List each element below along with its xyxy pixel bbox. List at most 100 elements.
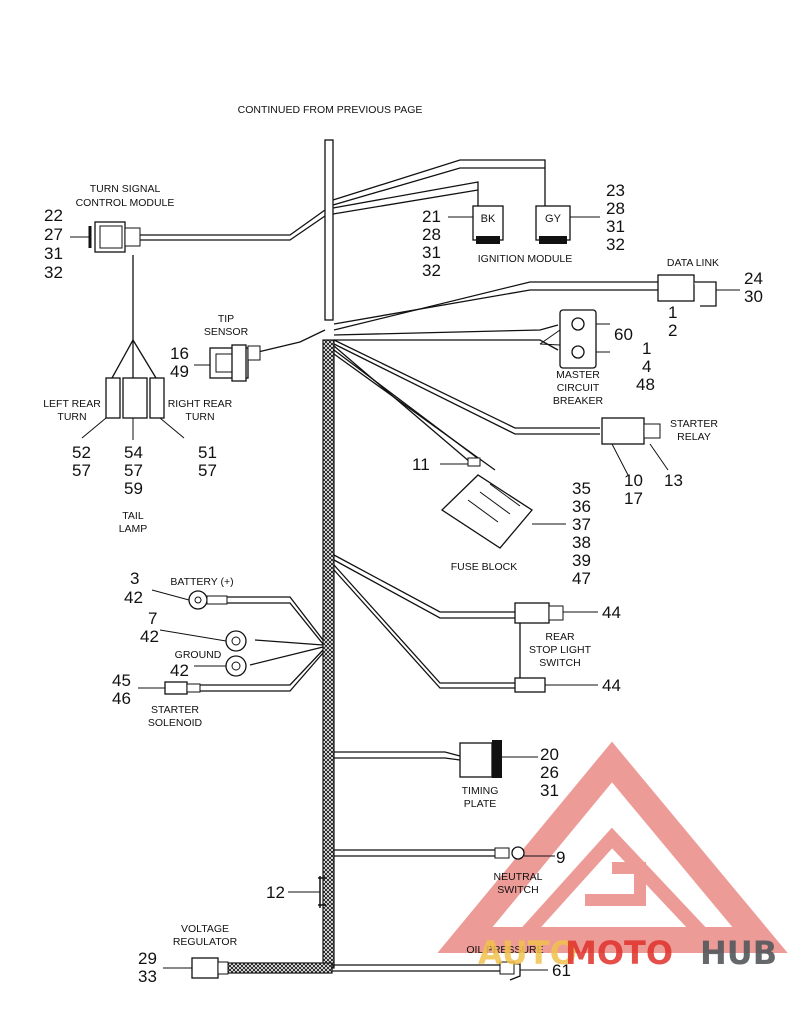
battery-ring-terminal bbox=[188, 590, 228, 610]
ref-number: 24 bbox=[744, 269, 763, 288]
ref-number: 29 bbox=[138, 949, 157, 968]
stop-switch-label-1: REAR bbox=[545, 631, 575, 643]
right-rear-turn-label-2: TURN bbox=[185, 411, 214, 423]
neutral-switch bbox=[494, 846, 525, 860]
ref-number: 26 bbox=[540, 763, 559, 782]
starter-solenoid-label-2: SOLENOID bbox=[148, 717, 203, 729]
ref-number: 13 bbox=[664, 471, 683, 490]
ref-number: 31 bbox=[422, 243, 441, 262]
ref-number: 21 bbox=[422, 207, 441, 226]
voltage-regulator-connector bbox=[191, 957, 229, 979]
turn-signal-label-2: CONTROL MODULE bbox=[76, 197, 175, 209]
ref-number: 54 bbox=[124, 443, 143, 462]
ref-number: 35 bbox=[572, 479, 591, 498]
voltage-regulator-label-2: REGULATOR bbox=[173, 936, 238, 948]
watermark-logo bbox=[437, 741, 788, 953]
ref-number: 36 bbox=[572, 497, 591, 516]
tip-sensor-label-2: SENSOR bbox=[204, 326, 249, 338]
ref-number: 42 bbox=[124, 588, 143, 607]
ref-number: 57 bbox=[72, 461, 91, 480]
ref-number: 4 bbox=[642, 357, 651, 376]
ref-number: 47 bbox=[572, 569, 591, 588]
tip-sensor bbox=[209, 344, 261, 382]
ref-number: 22 bbox=[44, 206, 63, 225]
watermark-auto: AUTO bbox=[478, 934, 577, 972]
turn-signal-label-1: TURN SIGNAL bbox=[90, 183, 161, 195]
left-rear-turn-label-2: TURN bbox=[57, 411, 86, 423]
watermark-moto: MOTO bbox=[565, 934, 673, 972]
ref-number: 38 bbox=[572, 533, 591, 552]
ref-number: 10 bbox=[624, 471, 643, 490]
stop-switch-label-2: STOP LIGHT bbox=[529, 644, 592, 656]
breaker-label-3: BREAKER bbox=[553, 395, 604, 407]
ref-number: 32 bbox=[44, 263, 63, 282]
fuse-block bbox=[440, 457, 533, 549]
timing-plate-connector bbox=[459, 740, 502, 778]
tip-sensor-label-1: TIP bbox=[218, 313, 234, 325]
starter-relay bbox=[601, 417, 661, 445]
ref-number: 61 bbox=[552, 961, 571, 980]
ref-number: 3 bbox=[130, 569, 139, 588]
starter-solenoid-connector bbox=[164, 681, 201, 695]
ref-number: 48 bbox=[636, 375, 655, 394]
ref-number: 28 bbox=[422, 225, 441, 244]
stop-switch-label-3: SWITCH bbox=[539, 657, 580, 669]
master-circuit-breaker bbox=[559, 309, 597, 369]
ignition-code-bk: BK bbox=[481, 213, 496, 225]
ref-number: 42 bbox=[170, 661, 189, 680]
ref-number: 57 bbox=[198, 461, 217, 480]
ref-number: 59 bbox=[124, 479, 143, 498]
ref-number: 30 bbox=[744, 287, 763, 306]
tail-lamp-connectors bbox=[105, 377, 165, 419]
ground-label: GROUND bbox=[175, 649, 222, 661]
ref-number: 52 bbox=[72, 443, 91, 462]
breaker-label-1: MASTER bbox=[556, 369, 600, 381]
starter-solenoid-label-1: STARTER bbox=[151, 704, 199, 716]
harness-wires bbox=[111, 159, 658, 972]
rear-stop-switch-connectors bbox=[514, 602, 564, 693]
tail-lamp-label-1: TAIL bbox=[122, 510, 144, 522]
ignition-module-label: IGNITION MODULE bbox=[478, 253, 573, 265]
ref-number: 45 bbox=[112, 671, 131, 690]
ref-number: 39 bbox=[572, 551, 591, 570]
oil-pressure-label: OIL PRESSURE bbox=[466, 944, 543, 956]
breaker-label-2: CIRCUIT bbox=[557, 382, 600, 394]
ignition-code-gy: GY bbox=[545, 213, 562, 225]
data-link-connector bbox=[657, 274, 717, 307]
ref-number: 1 bbox=[668, 303, 677, 322]
watermark-text: AUTO MOTO HUB bbox=[478, 934, 777, 972]
leader-lines bbox=[70, 216, 740, 971]
ref-number: 16 bbox=[170, 344, 189, 363]
timing-plate-label-2: PLATE bbox=[464, 798, 496, 810]
neutral-switch-label-1: NEUTRAL bbox=[493, 871, 542, 883]
ref-number: 44 bbox=[602, 676, 621, 695]
left-rear-turn-label-1: LEFT REAR bbox=[43, 398, 101, 410]
ref-number: 49 bbox=[170, 362, 189, 381]
ref-number: 11 bbox=[412, 455, 430, 474]
starter-relay-label-1: STARTER bbox=[670, 418, 718, 430]
tail-lamp-label-2: LAMP bbox=[119, 523, 148, 535]
turn-signal-module bbox=[88, 221, 141, 253]
timing-plate-label-1: TIMING bbox=[462, 785, 499, 797]
ref-number: 42 bbox=[140, 627, 159, 646]
right-rear-turn-label-1: RIGHT REAR bbox=[168, 398, 233, 410]
ref-number: 44 bbox=[602, 603, 621, 622]
continued-label: CONTINUED FROM PREVIOUS PAGE bbox=[238, 104, 423, 116]
ref-number: 17 bbox=[624, 489, 643, 508]
ref-number: 28 bbox=[606, 199, 625, 218]
ref-number: 31 bbox=[606, 217, 625, 236]
ref-number: 46 bbox=[112, 689, 131, 708]
neutral-switch-label-2: SWITCH bbox=[497, 884, 538, 896]
ref-number: 57 bbox=[124, 461, 143, 480]
ref-number: 31 bbox=[540, 781, 559, 800]
ref-number: 32 bbox=[606, 235, 625, 254]
data-link-label: DATA LINK bbox=[667, 257, 719, 269]
main-harness-trunk bbox=[227, 139, 335, 974]
ref-number: 60 bbox=[614, 325, 633, 344]
ref-number: 9 bbox=[556, 848, 565, 867]
ref-number: 12 bbox=[266, 883, 285, 902]
battery-label: BATTERY (+) bbox=[170, 576, 233, 588]
ref-number: 2 bbox=[668, 321, 677, 340]
